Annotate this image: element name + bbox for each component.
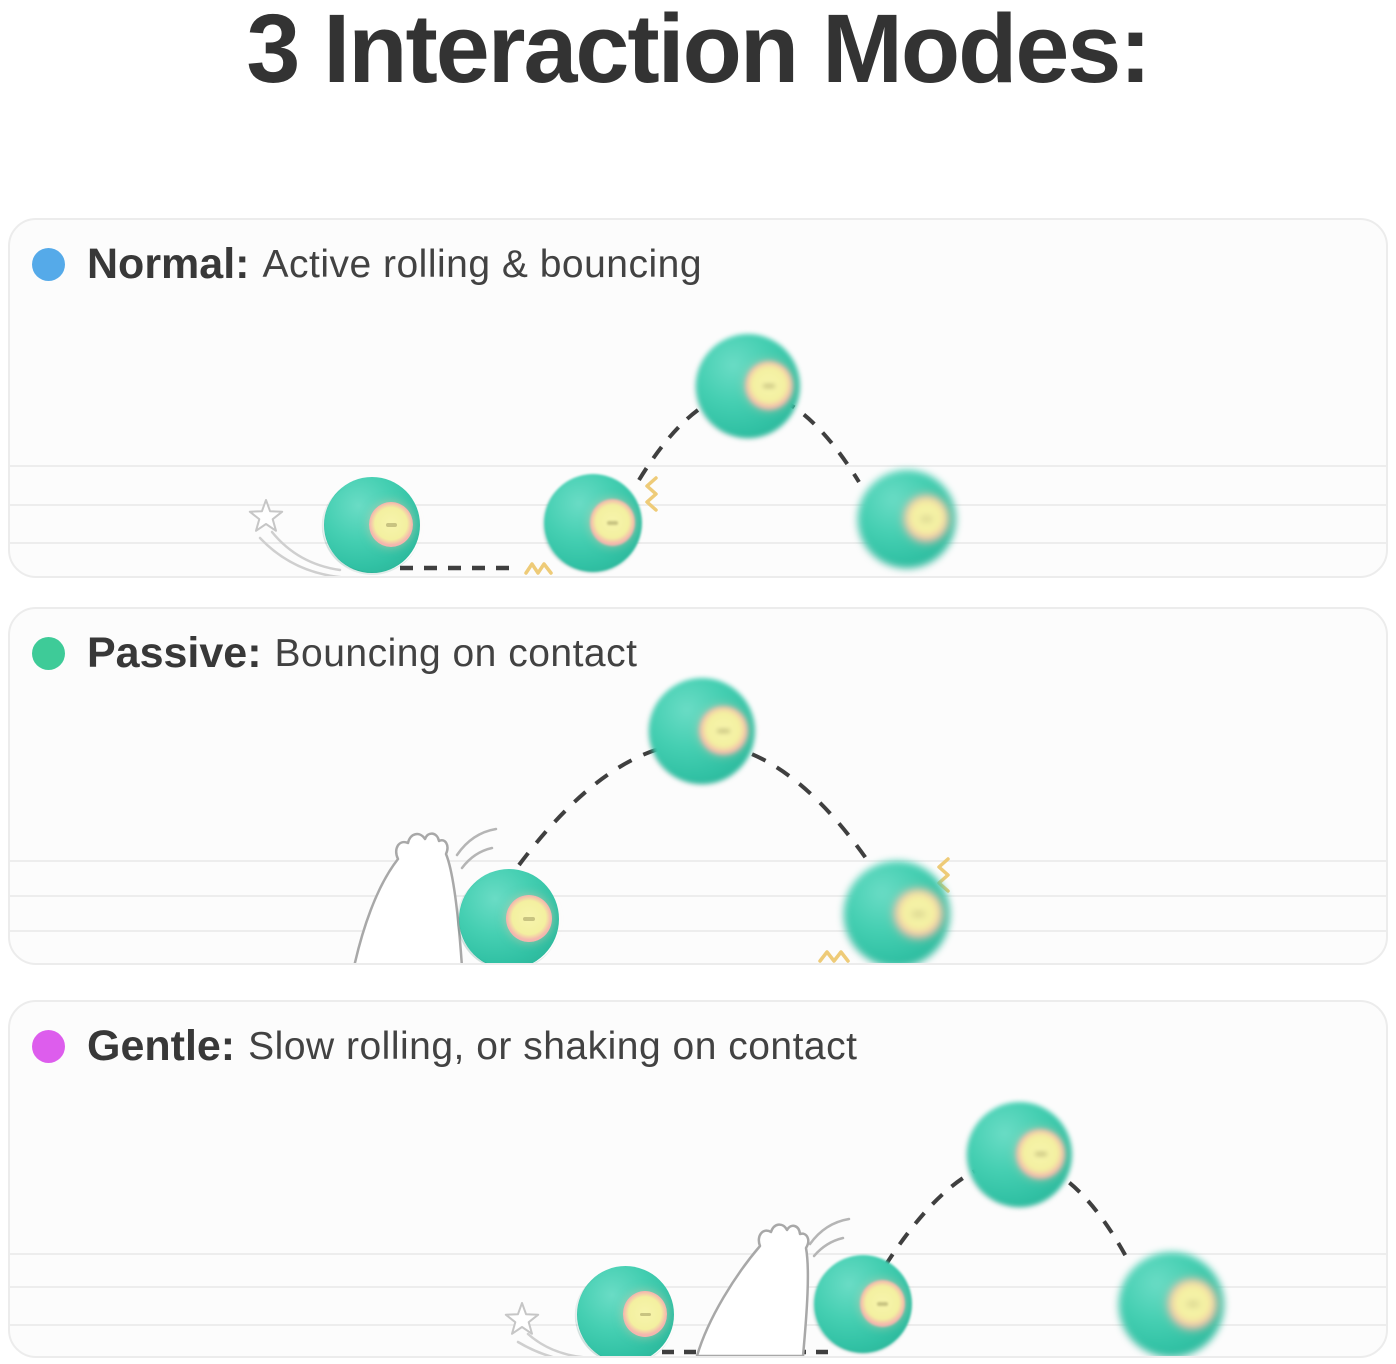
swoosh-icon [504,1302,540,1335]
floor-line [10,504,1386,506]
pet-ball-landing [844,861,950,963]
swoosh-trail [526,1332,585,1356]
ball-camera-icon [698,705,748,756]
pet-ball [577,1266,674,1356]
mode-panel-passive: Passive: Bouncing on contact [8,607,1388,965]
impact-spark-icon [645,476,658,512]
ball-camera-icon [893,888,943,939]
ball-camera-icon [1016,1129,1065,1179]
pet-ball-bouncing [696,334,800,438]
normal-trajectory-illustration [248,389,861,576]
motion-lines-icon [455,827,498,857]
mode-description: Active rolling & bouncing [262,242,703,286]
impact-spark-icon [524,562,553,575]
mode-label: Normal: [87,240,250,288]
motion-lines-icon [460,846,494,870]
floor-line [10,860,1386,862]
floor-line [10,1253,1386,1255]
swoosh-trail [270,530,342,572]
mode-dot-normal [32,248,65,281]
ball-camera-icon [744,361,793,410]
swoosh-icon [248,499,284,532]
cat-paw-icon [353,832,463,963]
pet-ball [544,474,642,572]
mode-panel-normal: Normal: Active rolling & bouncing [8,218,1388,578]
ball-camera-icon [506,895,552,942]
ball-camera-icon [590,499,636,546]
floor-line [10,1324,1386,1326]
floor-line [10,1286,1386,1288]
mode-dot-gentle [32,1030,65,1063]
floor-line [10,895,1386,897]
ball-camera-icon [369,501,414,548]
cat-paw-icon [695,1223,810,1356]
swoosh-trail [258,536,342,576]
swoosh-trail [516,1340,554,1356]
ball-camera-icon [904,495,950,542]
mode-description: Slow rolling, or shaking on contact [248,1024,858,1068]
floor-line [10,930,1386,932]
floor-line [10,542,1386,544]
pet-ball [814,1255,912,1353]
motion-lines-icon [808,1217,851,1246]
bounce-arc [883,1158,1131,1268]
pet-ball-bouncing [967,1102,1072,1207]
pet-ball-bouncing [649,678,755,784]
ball-camera-icon [1168,1279,1217,1329]
pet-ball-landing [858,470,956,568]
mode-label: Gentle: [87,1022,236,1070]
page-title: 3 Interaction Modes: [246,0,1151,103]
mode-description: Bouncing on contact [274,631,638,675]
pet-ball [459,869,559,963]
ball-camera-icon [860,1280,906,1327]
gentle-trajectory-illustration [504,1158,1131,1356]
mode-label: Passive: [87,629,262,677]
bounce-arc [637,389,861,484]
mode-header-normal: Normal: Active rolling & bouncing [32,240,702,289]
mode-dot-passive [32,637,65,670]
ball-camera-icon [622,1291,668,1337]
motion-lines-icon [812,1236,845,1258]
pet-ball-landing [1119,1252,1224,1356]
pet-ball [324,477,420,573]
floor-line [10,465,1386,467]
mode-header-gentle: Gentle: Slow rolling, or shaking on cont… [32,1022,857,1071]
mode-panel-gentle: Gentle: Slow rolling, or shaking on cont… [8,1000,1388,1358]
impact-spark-icon [818,950,850,963]
mode-header-passive: Passive: Bouncing on contact [32,629,637,678]
